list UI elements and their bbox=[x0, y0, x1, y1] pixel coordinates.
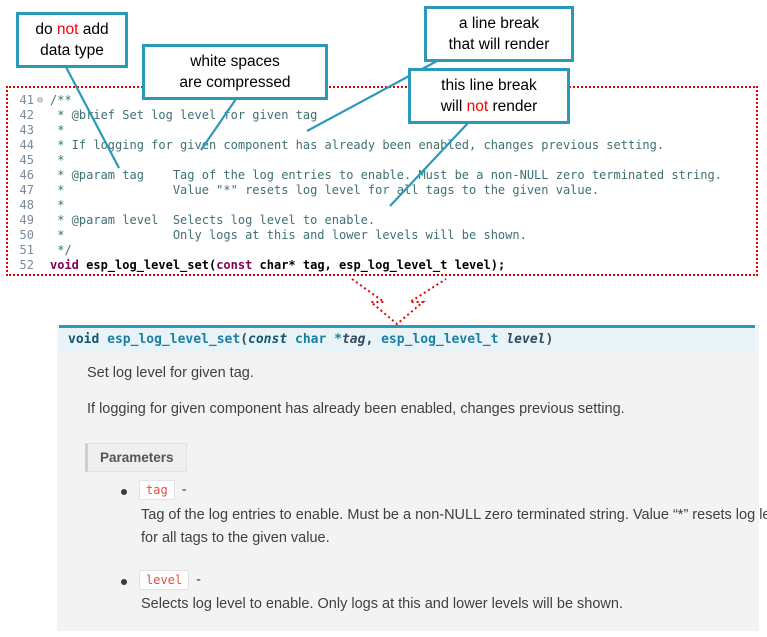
description-text: If logging for given component has alrea… bbox=[87, 401, 625, 417]
code-line-52: 52 void esp_log_level_set(const char* tag… bbox=[8, 258, 756, 273]
line-number: 52 bbox=[19, 258, 34, 272]
bullet-icon bbox=[121, 489, 127, 495]
fold-spacer bbox=[34, 138, 46, 153]
function-declaration: void esp_log_level_set(const char* tag, … bbox=[50, 258, 505, 273]
callout-text: will bbox=[440, 98, 467, 115]
sig-function-name: esp_log_level_set bbox=[107, 332, 241, 347]
code-line-48: 48 * bbox=[8, 198, 756, 213]
sig-param-name: tag bbox=[341, 332, 366, 347]
keyword-void: void bbox=[50, 258, 79, 272]
callout-text: white spaces bbox=[190, 53, 280, 70]
line-number: 44 bbox=[19, 138, 34, 152]
param-dash: - bbox=[196, 572, 201, 588]
code-line-45: 45 * bbox=[8, 153, 756, 168]
callout-text: data type bbox=[40, 42, 104, 59]
fold-spacer bbox=[34, 183, 46, 198]
declaration-text: esp_log_level_set( bbox=[78, 258, 217, 272]
code-line-43: 43 * bbox=[8, 123, 756, 138]
comment-text: * @brief Set log level for given tag bbox=[50, 108, 318, 122]
sig-const-keyword: const bbox=[248, 332, 288, 347]
sig-punctuation: ) bbox=[545, 332, 554, 347]
fold-spacer bbox=[34, 168, 46, 183]
comment-text: /** bbox=[50, 93, 72, 107]
callout-no-datatype: do not add data type bbox=[16, 12, 128, 68]
line-number: 43 bbox=[19, 123, 34, 137]
code-line-51: 51 */ bbox=[8, 243, 756, 258]
code-editor-snippet: 41⊖ /** 42 * @brief Set log level for giv… bbox=[6, 86, 758, 276]
callout-text-emphasis: not bbox=[56, 21, 79, 38]
comment-text: * bbox=[50, 153, 65, 167]
bullet-icon bbox=[121, 579, 127, 585]
code-line-47: 47 * Value "*" resets log level for all … bbox=[8, 183, 756, 198]
fold-spacer bbox=[34, 243, 46, 258]
callout-whitespace: white spaces are compressed bbox=[142, 44, 328, 100]
fold-spacer bbox=[34, 123, 46, 138]
comment-text: * bbox=[50, 198, 65, 212]
line-number: 42 bbox=[19, 108, 34, 122]
sig-type: char * bbox=[287, 332, 342, 347]
line-number: 48 bbox=[19, 198, 34, 212]
parameters-label: Parameters bbox=[85, 443, 187, 472]
rendered-docs-panel: void esp_log_level_set(const char *tag, … bbox=[57, 325, 767, 631]
comment-text: * @param level Selects log level to enab… bbox=[50, 213, 376, 227]
callout-text: that will render bbox=[448, 36, 550, 53]
comment-text: * If logging for given component has alr… bbox=[50, 138, 665, 152]
line-number: 49 bbox=[19, 213, 34, 227]
code-line-50: 50 * Only logs at this and lower levels … bbox=[8, 228, 756, 243]
fold-spacer bbox=[34, 198, 46, 213]
callout-text-emphasis: not bbox=[466, 98, 489, 115]
sig-type: esp_log_level_t bbox=[381, 332, 507, 347]
callout-break-norender: this line break will not render bbox=[408, 68, 570, 124]
line-number: 47 bbox=[19, 183, 34, 197]
param-row-tag: tag- bbox=[139, 480, 187, 501]
fold-spacer bbox=[34, 213, 46, 228]
param-row-level: level- bbox=[139, 570, 201, 591]
comment-text: * bbox=[50, 123, 65, 137]
param-desc-level: Selects log level to enable. Only logs a… bbox=[141, 596, 623, 612]
fold-spacer bbox=[34, 108, 46, 123]
comment-text: * Only logs at this and lower levels wil… bbox=[50, 228, 527, 242]
code-line-46: 46 * @param tag Tag of the log entries t… bbox=[8, 168, 756, 183]
line-number: 46 bbox=[19, 168, 34, 182]
callout-text: this line break bbox=[441, 77, 537, 94]
declaration-text: char* tag, esp_log_level_t level); bbox=[252, 258, 506, 272]
brief-text: Set log level for given tag. bbox=[87, 365, 254, 381]
line-number: 41 bbox=[19, 93, 34, 107]
fold-collapse-icon[interactable]: ⊖ bbox=[36, 95, 44, 106]
callout-break-render: a line break that will render bbox=[424, 6, 574, 62]
line-number: 50 bbox=[19, 228, 34, 242]
line-number: 51 bbox=[19, 243, 34, 257]
callout-text: are compressed bbox=[179, 74, 291, 91]
sig-keyword: void bbox=[68, 332, 108, 347]
callout-text: a line break bbox=[458, 15, 540, 32]
callout-text: render bbox=[488, 98, 538, 115]
param-desc-tag: Tag of the log entries to enable. Must b… bbox=[141, 507, 767, 546]
sig-param-name: level bbox=[506, 332, 546, 347]
callout-text: add bbox=[78, 21, 109, 38]
comment-text: * @param tag Tag of the log entries to e… bbox=[50, 168, 722, 182]
code-line-42: 42 * @brief Set log level for given tag bbox=[8, 108, 756, 123]
sig-punctuation: ( bbox=[240, 332, 249, 347]
code-line-44: 44 * If logging for given component has … bbox=[8, 138, 756, 153]
fold-spacer bbox=[34, 258, 46, 273]
code-line-49: 49 * @param level Selects log level to e… bbox=[8, 213, 756, 228]
callout-text: do bbox=[35, 21, 57, 38]
function-signature: void esp_log_level_set(const char *tag, … bbox=[59, 325, 755, 352]
flow-arrow-icon bbox=[351, 278, 447, 326]
param-name-literal: level bbox=[139, 570, 190, 590]
comment-text: */ bbox=[50, 243, 72, 257]
line-number: 45 bbox=[19, 153, 34, 167]
comment-text: * Value "*" resets log level for all tag… bbox=[50, 183, 600, 197]
param-dash: - bbox=[181, 482, 187, 498]
sig-punctuation: , bbox=[365, 332, 382, 347]
fold-spacer bbox=[34, 228, 46, 243]
fold-spacer bbox=[34, 153, 46, 168]
keyword-const: const bbox=[216, 258, 253, 272]
code-line-41: 41⊖ /** bbox=[8, 93, 756, 108]
param-name-literal: tag bbox=[139, 480, 175, 500]
